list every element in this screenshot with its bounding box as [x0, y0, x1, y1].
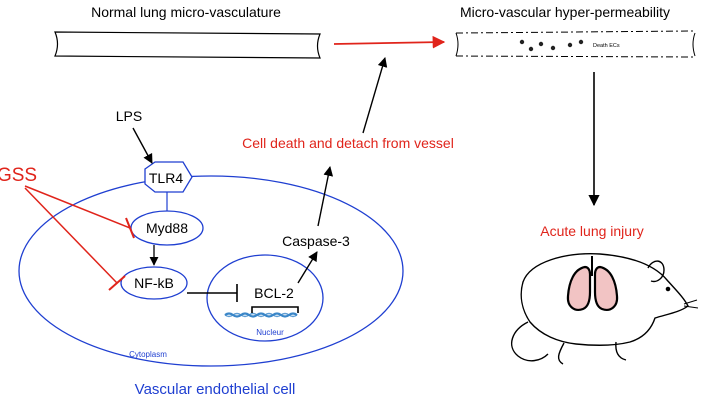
gss-inhibits-nfkb: [24, 187, 118, 284]
gss-label: GSS: [0, 165, 37, 186]
normal-vasculature-label: Normal lung micro-vasculature: [91, 4, 281, 20]
mouse-tail: [510, 321, 549, 362]
normal-vessel: [54, 31, 321, 59]
cytoplasm-label: Cytoplasm: [129, 350, 167, 359]
myd88-label: Myd88: [146, 220, 188, 236]
gene-promoter-line: [251, 306, 299, 313]
death-to-permeability-arrow: [362, 57, 388, 134]
tlr4-label: TLR4: [149, 170, 183, 186]
tlr4-receptor: [144, 161, 193, 193]
mouse-front-leg: [615, 341, 627, 361]
mouse-illustration: [510, 253, 699, 365]
mouse-eye: [665, 286, 671, 292]
dead-cell-dot: [519, 39, 525, 45]
mouse-whisker: [683, 299, 699, 309]
hyper-permeability-label: Micro-vascular hyper-permeability: [460, 4, 670, 20]
nfkb-node: [120, 266, 188, 300]
nucleus: [206, 254, 324, 342]
cell-death-label: Cell death and detach from vessel: [242, 135, 454, 151]
nucleur-label: Nucleur: [256, 328, 284, 337]
inhibition-bar: [108, 275, 126, 291]
lung-right-icon: [593, 265, 619, 311]
bcl2-to-caspase-arrow: [297, 251, 318, 284]
mouse-ear: [647, 260, 665, 283]
dead-cell-dot: [578, 39, 584, 45]
dead-cell-dot: [528, 46, 534, 52]
bcl2-label: BCL-2: [254, 285, 294, 301]
lungs: [566, 256, 619, 311]
gss-inhibits-myd88: [24, 185, 131, 229]
dead-cell-dot: [538, 41, 544, 47]
inhibition-bar: [125, 217, 135, 239]
dna-strand-icon: [224, 312, 298, 318]
lung-left-icon: [566, 265, 592, 311]
lps-label: LPS: [116, 108, 142, 124]
dead-cell-dot: [550, 45, 556, 51]
caspase3-label: Caspase-3: [282, 233, 350, 249]
death-ecs-label: Death ECs: [593, 43, 620, 49]
endothelial-cell-label: Vascular endothelial cell: [135, 381, 296, 398]
endothelial-cell: [18, 175, 404, 367]
dead-cell-dot: [567, 42, 573, 48]
caspase-to-death-arrow: [317, 166, 334, 227]
mouse-hind-leg: [557, 342, 565, 365]
acute-lung-injury-label: Acute lung injury: [540, 223, 644, 239]
nfkb-label: NF-kB: [134, 275, 174, 291]
progression-arrow: [333, 35, 446, 49]
lps-arrow: [132, 127, 153, 164]
dna-strand-icon: [224, 312, 298, 318]
leaky-vessel: Death ECs: [455, 30, 696, 58]
mouse-body: [520, 253, 689, 347]
